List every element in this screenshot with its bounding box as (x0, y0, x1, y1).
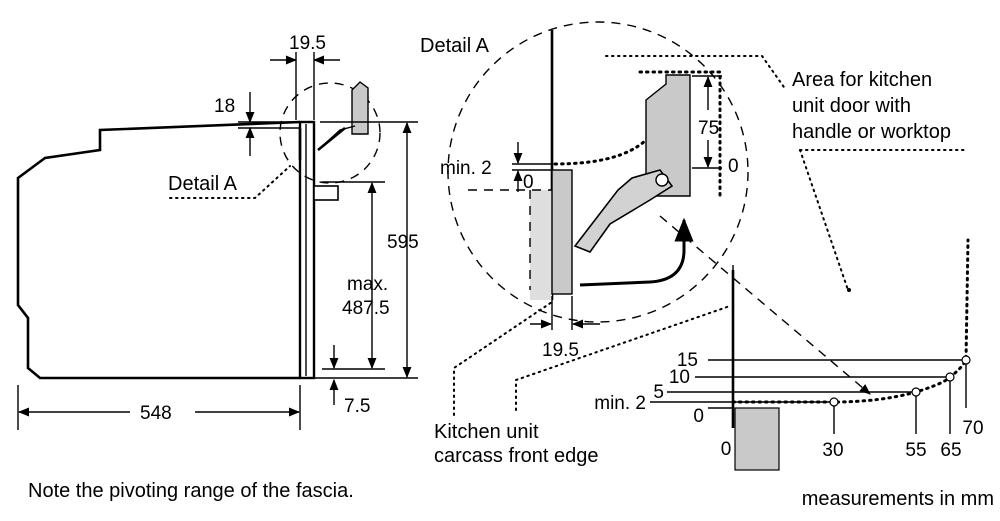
range-x-0: 0 (721, 439, 732, 460)
dim-max-opening: max. 487.5 (322, 181, 390, 370)
hinge-arm (573, 169, 674, 253)
small-fascia-bracket (317, 81, 369, 152)
dim-top-gap-label: 19.5 (289, 33, 326, 54)
dim-19-5-label: 19.5 (542, 340, 579, 361)
detail-a-marker-circle (279, 82, 381, 184)
dim-max-value: 487.5 (342, 298, 390, 319)
range-x-70: 70 (962, 418, 983, 439)
carcass-section (734, 407, 780, 471)
dim-top-gap: 19.5 (270, 33, 340, 120)
range-y-5: 5 (653, 382, 664, 403)
carcass-label-line1: Kitchen unit (434, 421, 539, 443)
range-y-min2: min. 2 (594, 393, 646, 414)
detail-a-label-side: Detail A (168, 173, 238, 195)
detail-a-circle (447, 21, 749, 323)
pivot-range-chart: 15 10 5 min. 2 0 0 30 55 65 70 (594, 238, 984, 471)
units-note: measurements in mm (802, 488, 994, 510)
range-x-30: 30 (822, 440, 843, 461)
dim-max-label: max. (347, 274, 388, 295)
area-label-line3: handle or worktop (792, 121, 951, 143)
dim-depth-label: 548 (140, 403, 172, 424)
dim-fascia-offset-label: 18 (214, 96, 235, 117)
area-label-line2: unit door with (792, 95, 911, 117)
area-label-line1: Area for kitchen (792, 69, 932, 91)
pivot-note: Note the pivoting range of the fascia. (28, 480, 354, 502)
range-y-10: 10 (669, 367, 690, 388)
dim-0-left-label: 0 (523, 172, 534, 193)
dim-0-right-label: 0 (728, 156, 739, 177)
dim-75: 75 0 (692, 75, 739, 177)
dim-height-label: 595 (387, 232, 419, 253)
detail-a-title: Detail A (420, 35, 490, 57)
dim-fascia-offset: 18 (214, 92, 300, 156)
dim-bottom-label: 7.5 (344, 396, 370, 417)
oven-body-outline (16, 120, 301, 380)
door-handle (313, 185, 339, 201)
dim-19-5-bottom: 19.5 (530, 296, 600, 361)
dim-depth: 548 (17, 385, 301, 430)
dim-height: 595 (314, 121, 419, 379)
pivot-arrow (579, 217, 694, 287)
range-y-15: 15 (677, 350, 698, 371)
dim-75-label: 75 (698, 118, 719, 139)
dim-bottom: 7.5 (329, 345, 370, 417)
oven-front-panel (298, 120, 316, 380)
carcass-label-line2: carcass front edge (434, 445, 599, 467)
oven-side-view (16, 120, 339, 380)
dim-min2-label: min. 2 (440, 158, 492, 179)
range-y-0: 0 (693, 406, 704, 427)
diagonal-dashed-arrow (659, 215, 871, 395)
range-x-65: 65 (940, 440, 961, 461)
range-x-55: 55 (905, 440, 926, 461)
fascia-panel (551, 169, 573, 295)
dim-min2-left: min. 2 0 (440, 142, 552, 193)
